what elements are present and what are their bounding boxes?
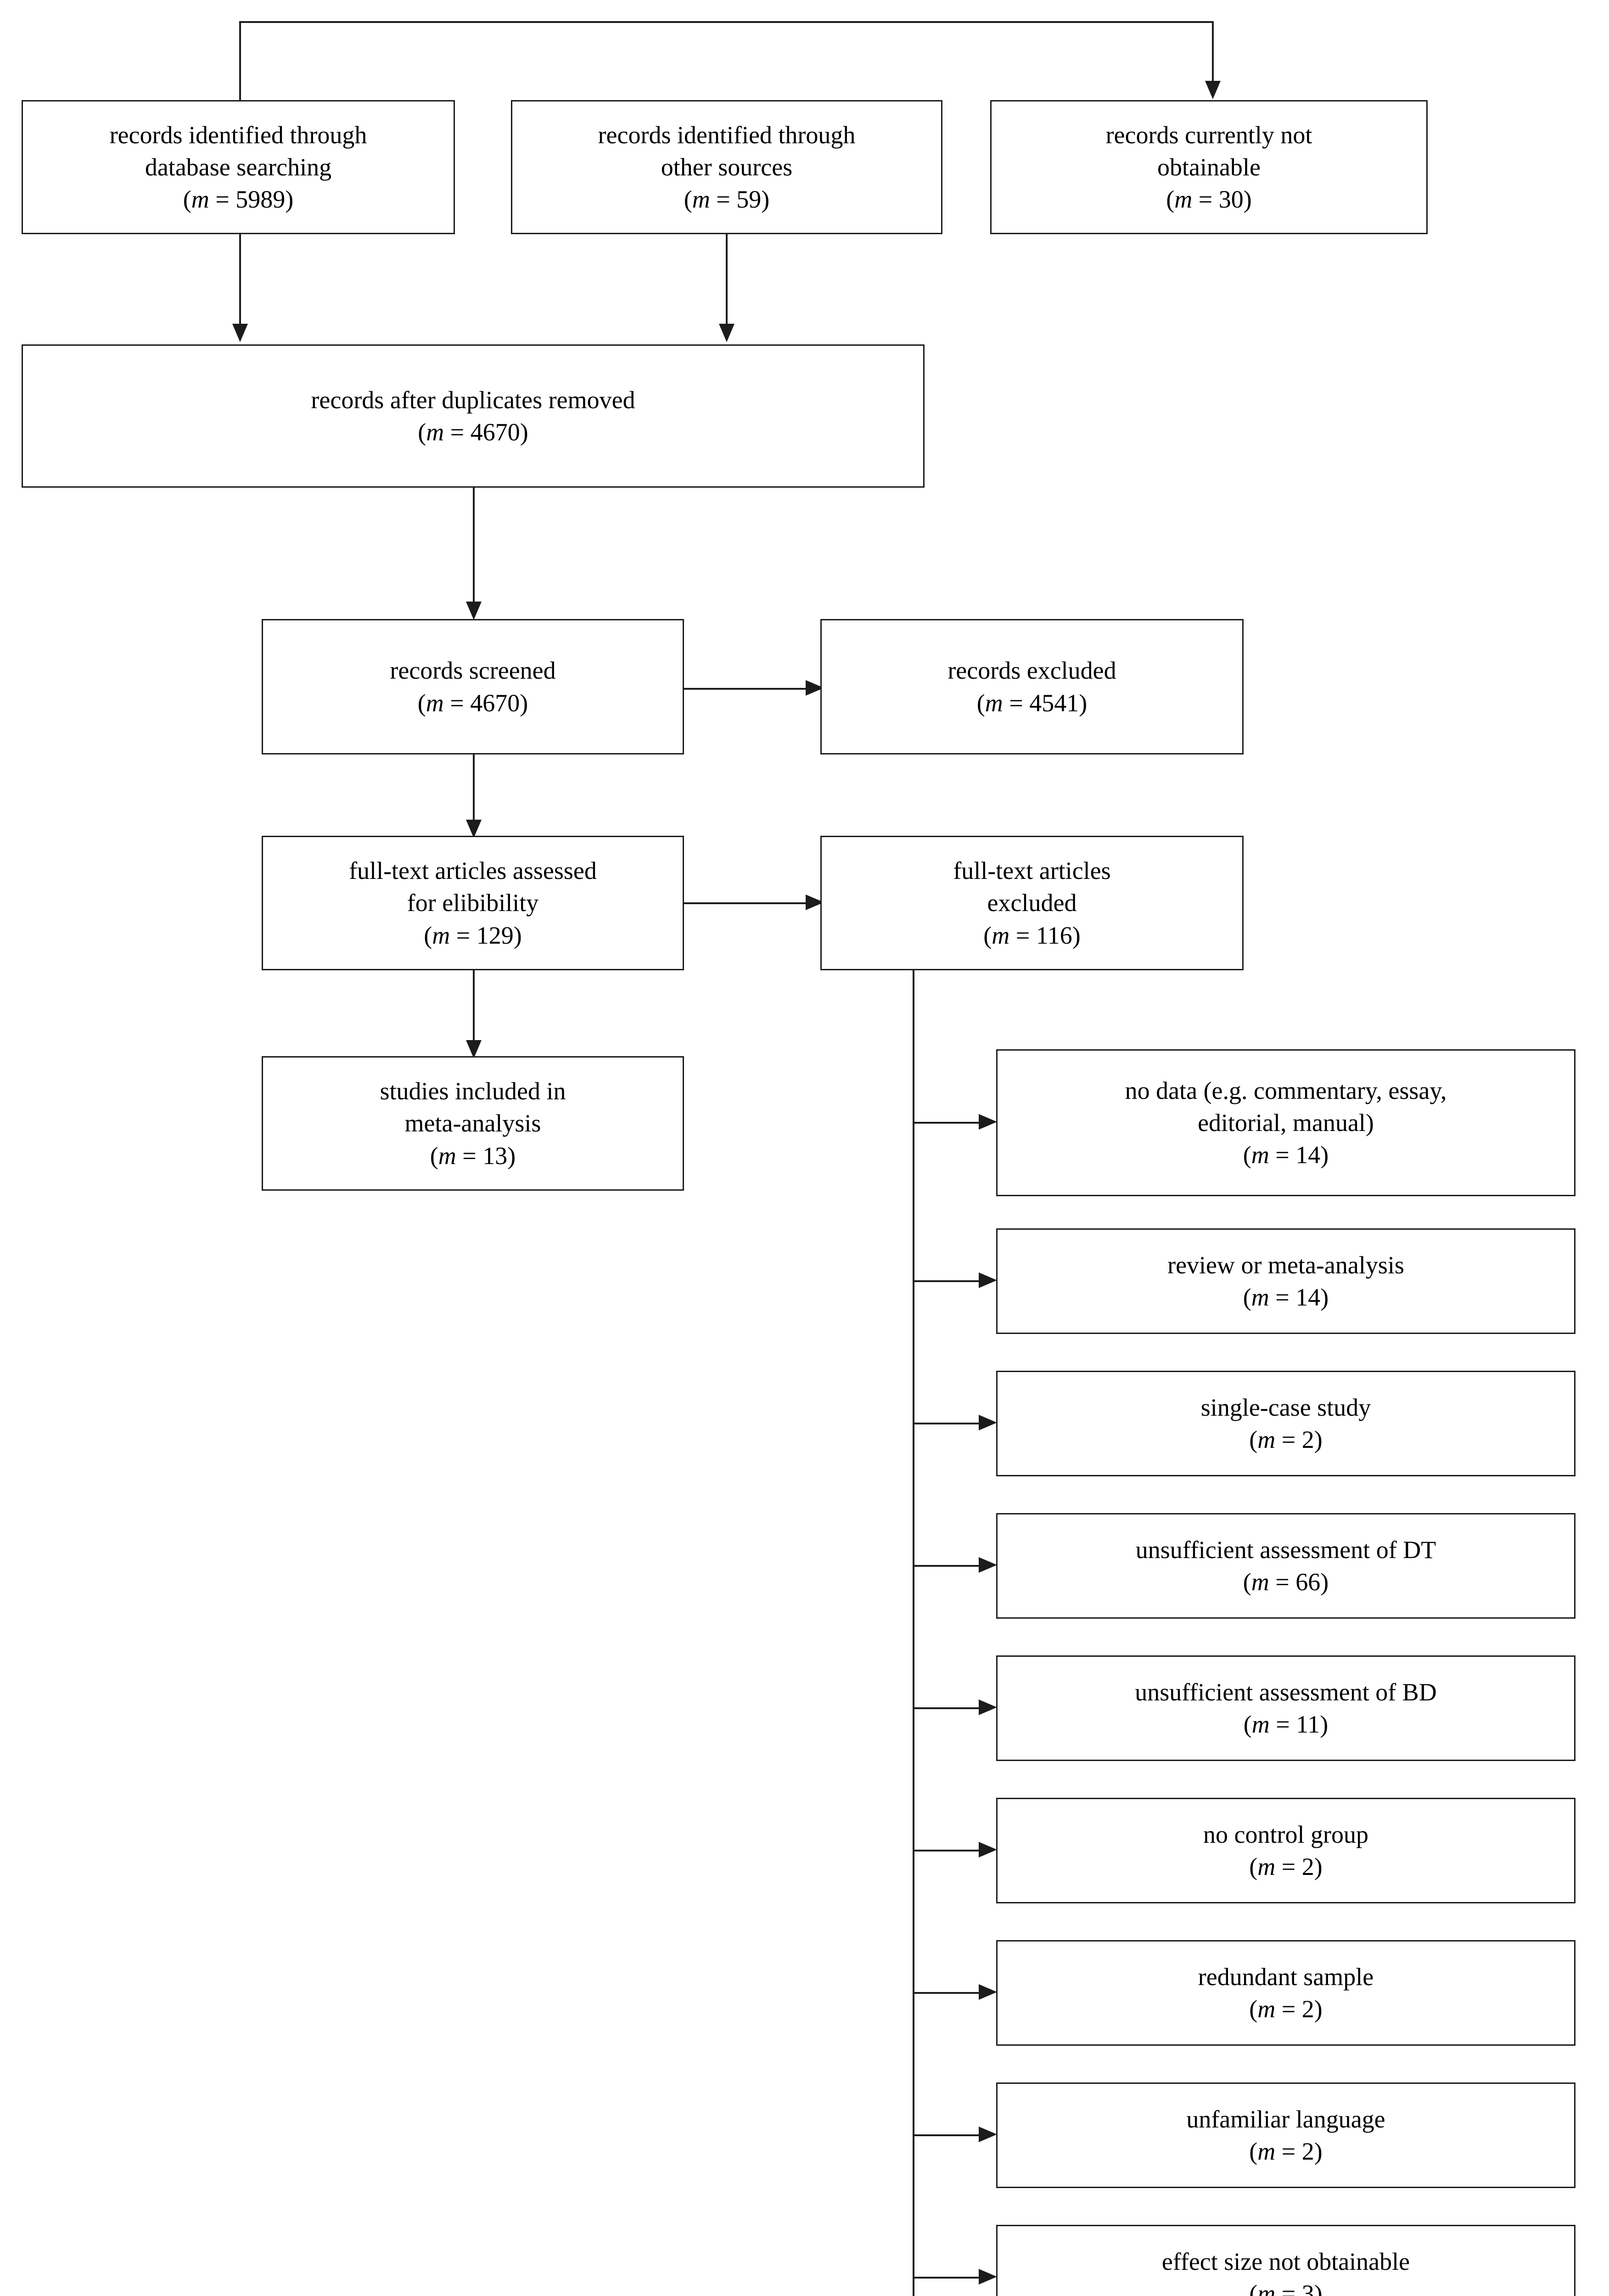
arrow-into-not-obtainable	[1205, 81, 1221, 99]
exclusion-reason-line: editorial, manual)	[1198, 1109, 1374, 1137]
arrow-into-exclusion-reason	[979, 1699, 997, 1715]
exclusion-reason-box: no data (e.g. commentary, essay, editoria…	[996, 1049, 1575, 1196]
node-fulltext-articles-excluded: full-text articles excluded (m = 116)	[820, 836, 1244, 970]
node-line: studies included in	[380, 1077, 566, 1105]
exclusion-reason-line: unsufficient assessment of BD	[1135, 1678, 1437, 1706]
connector-other-to-duplicates	[726, 234, 728, 326]
connector-exclusion-spine	[913, 969, 914, 2296]
exclusion-reason-line: no control group	[1203, 1820, 1368, 1848]
exclusion-reason-box: effect size not obtainable (m = 3)	[996, 2225, 1575, 2296]
exclusion-reason-line: effect size not obtainable	[1161, 2247, 1410, 2275]
arrow-into-exclusion-reason	[979, 1984, 997, 2000]
node-count: (m = 5989)	[183, 186, 294, 214]
node-line: records after duplicates removed	[311, 386, 635, 414]
exclusion-reason-count: (m = 66)	[1243, 1568, 1329, 1596]
node-line: meta-analysis	[404, 1109, 541, 1137]
exclusion-reason-line: review or meta-analysis	[1167, 1251, 1404, 1279]
node-count: (m = 129)	[424, 921, 522, 949]
arrow-into-exclusion-reason	[979, 2127, 997, 2142]
node-count: (m = 30)	[1166, 186, 1252, 214]
node-line: full-text articles assessed	[349, 857, 597, 885]
connector-db-to-duplicates	[239, 234, 241, 326]
arrow-into-exclusion-reason	[979, 1557, 997, 1573]
connector-spine-to-reason	[913, 2134, 980, 2136]
node-count: (m = 59)	[684, 186, 770, 214]
exclusion-reason-line: no data (e.g. commentary, essay,	[1125, 1076, 1447, 1104]
node-records-identified-other-sources: records identified through other sources…	[511, 100, 942, 234]
exclusion-reason-box: redundant sample (m = 2)	[996, 1940, 1575, 2046]
node-records-identified-database-searching: records identified through database sear…	[22, 100, 455, 234]
arrow-into-exclusion-reason	[979, 1842, 997, 1857]
node-count: (m = 4541)	[976, 689, 1088, 717]
node-count: (m = 116)	[983, 921, 1081, 949]
node-line: obtainable	[1157, 153, 1261, 181]
exclusion-reason-box: no control group (m = 2)	[996, 1798, 1575, 1903]
node-line: database searching	[145, 153, 332, 181]
exclusion-reason-count: (m = 2)	[1249, 1995, 1323, 2023]
node-count: (m = 4670)	[417, 689, 528, 717]
connector-spine-to-reason	[913, 1992, 980, 1994]
node-records-currently-not-obtainable: records currently not obtainable (m = 30…	[990, 100, 1428, 234]
node-studies-included-meta-analysis: studies included in meta-analysis (m = 1…	[262, 1056, 684, 1191]
arrow-into-records-screened	[466, 602, 482, 620]
node-line: other sources	[661, 153, 793, 181]
connector-spine-to-reason	[913, 2277, 980, 2279]
node-records-screened: records screened (m = 4670)	[262, 619, 684, 754]
exclusion-reason-count: (m = 2)	[1249, 1853, 1323, 1880]
node-records-excluded: records excluded (m = 4541)	[820, 619, 1244, 754]
connector-fulltext-to-excluded	[684, 902, 808, 904]
node-records-after-duplicates-removed: records after duplicates removed (m = 46…	[22, 344, 925, 488]
arrow-into-duplicates-left	[232, 324, 248, 342]
arrow-into-fulltext-assessed	[466, 820, 482, 838]
arrow-into-exclusion-reason	[979, 2269, 997, 2285]
connector-spine-to-reason	[913, 1423, 980, 1424]
node-fulltext-articles-assessed: full-text articles assessed for elibibil…	[262, 836, 684, 970]
node-line: records screened	[390, 657, 556, 685]
connector-screened-to-excluded	[684, 688, 808, 690]
node-line: records excluded	[947, 657, 1116, 685]
connector-top-right-drop	[1212, 21, 1214, 82]
exclusion-reason-box: single-case study (m = 2)	[996, 1371, 1575, 1476]
node-line: records identified through	[109, 121, 367, 149]
node-line: records identified through	[598, 121, 856, 149]
exclusion-reason-box: unfamiliar language (m = 2)	[996, 2082, 1575, 2188]
arrow-into-duplicates-right	[719, 324, 734, 342]
connector-spine-to-reason	[913, 1565, 980, 1567]
node-line: records currently not	[1105, 121, 1312, 149]
exclusion-reason-count: (m = 14)	[1243, 1283, 1329, 1311]
connector-spine-to-reason	[913, 1280, 980, 1282]
exclusion-reason-count: (m = 14)	[1243, 1141, 1329, 1169]
exclusion-reason-count: (m = 2)	[1249, 1426, 1323, 1453]
node-line: excluded	[987, 889, 1077, 917]
arrow-into-studies-included	[466, 1040, 482, 1058]
connector-top-left-riser	[239, 21, 241, 101]
exclusion-reason-count: (m = 11)	[1243, 1711, 1329, 1738]
exclusion-reason-line: redundant sample	[1198, 1963, 1374, 1991]
node-count: (m = 4670)	[418, 418, 528, 446]
exclusion-reason-box: unsufficient assessment of BD (m = 11)	[996, 1655, 1575, 1761]
connector-fulltext-to-included	[473, 969, 475, 1042]
exclusion-reason-box: review or meta-analysis (m = 14)	[996, 1228, 1575, 1334]
arrow-into-exclusion-reason	[979, 1415, 997, 1430]
connector-spine-to-reason	[913, 1707, 980, 1709]
exclusion-reason-line: single-case study	[1200, 1393, 1371, 1421]
exclusion-reason-line: unsufficient assessment of DT	[1135, 1536, 1436, 1564]
connector-screened-to-fulltext	[473, 753, 475, 822]
exclusion-reason-count: (m = 2)	[1249, 2138, 1323, 2165]
connector-spine-to-reason	[913, 1850, 980, 1851]
connector-duplicates-to-screened	[473, 487, 475, 604]
node-count: (m = 13)	[430, 1142, 516, 1170]
arrow-into-exclusion-reason	[979, 1114, 997, 1130]
connector-top-bus	[239, 21, 1214, 23]
exclusion-reason-count: (m = 3)	[1249, 2280, 1323, 2296]
exclusion-reason-box: unsufficient assessment of DT (m = 66)	[996, 1513, 1575, 1619]
exclusion-reason-line: unfamiliar language	[1186, 2105, 1385, 2133]
node-line: full-text articles	[953, 857, 1111, 885]
arrow-into-exclusion-reason	[979, 1272, 997, 1288]
connector-spine-to-reason	[913, 1122, 980, 1124]
node-line: for elibibility	[407, 889, 539, 917]
